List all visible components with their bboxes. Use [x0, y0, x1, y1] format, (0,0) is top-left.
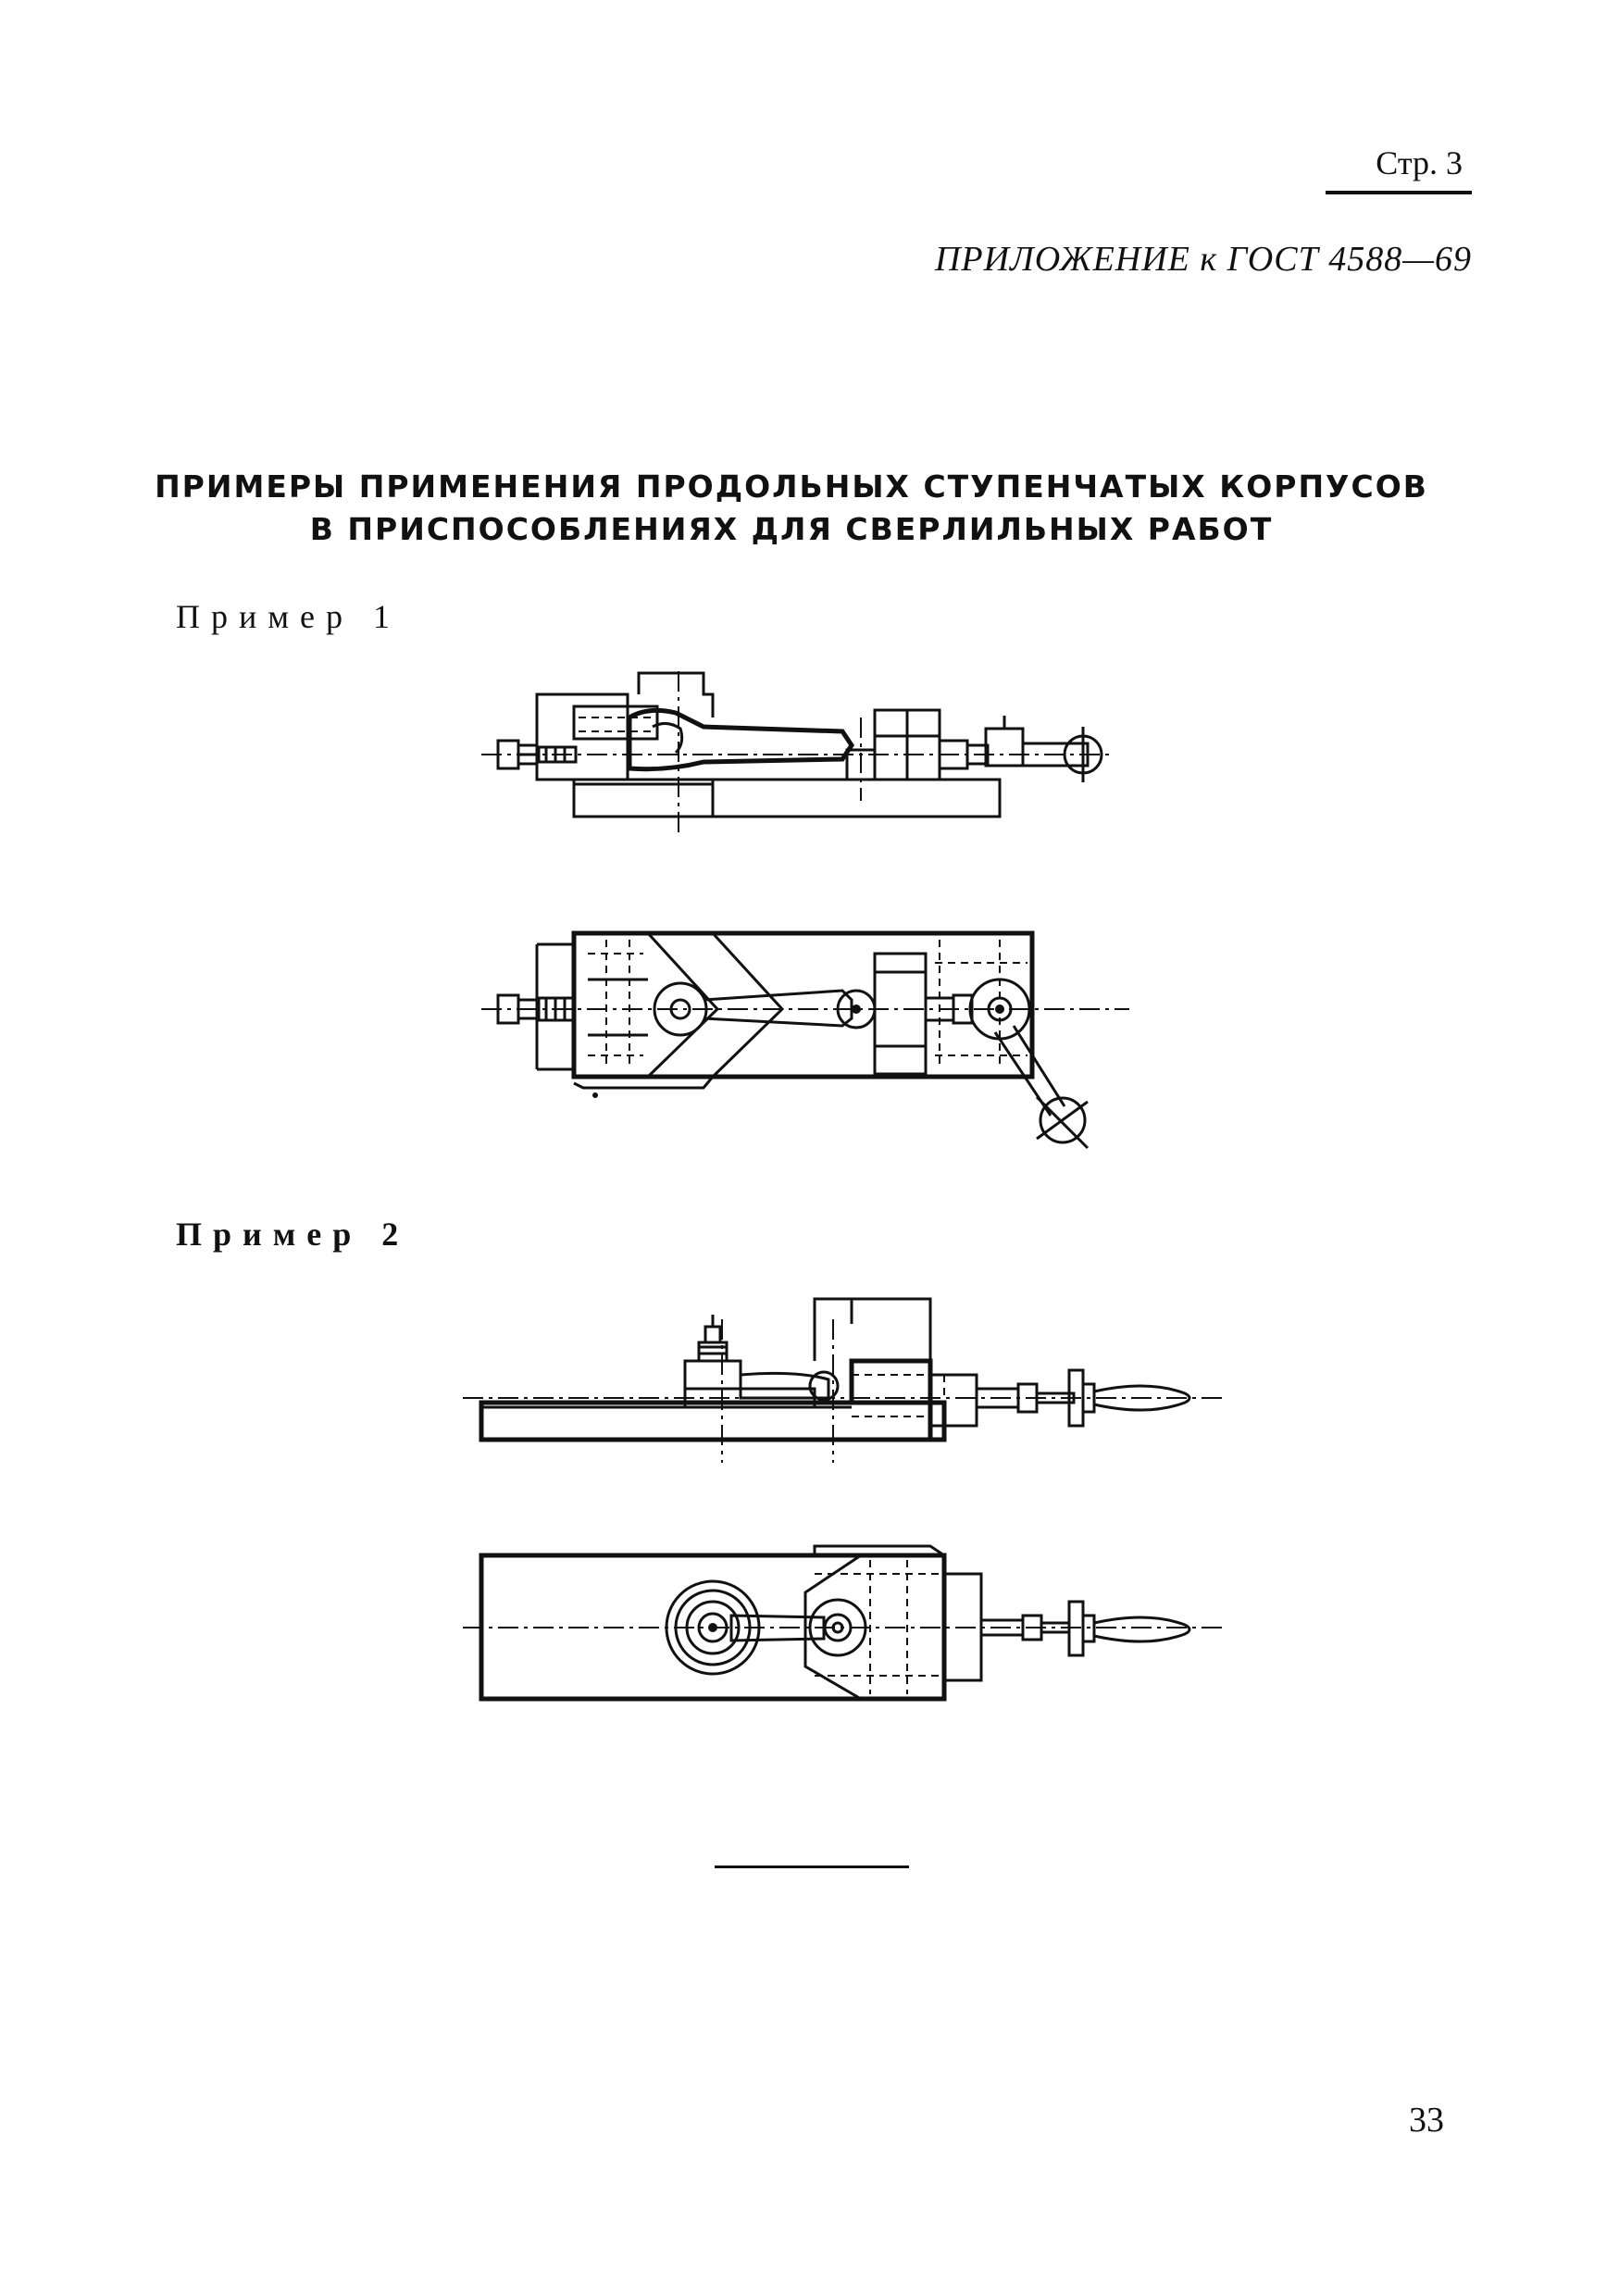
page-label: Стр. 3 — [1376, 144, 1463, 181]
title-line-2: В ПРИСПОСОБЛЕНИЯХ ДЛЯ СВЕРЛИЛЬНЫХ РАБОТ — [309, 511, 1274, 547]
example-1-label: Пример 1 — [176, 598, 402, 635]
page-title: ПРИМЕРЫ ПРИМЕНЕНИЯ ПРОДОЛЬНЫХ СТУПЕНЧАТЫ… — [139, 466, 1444, 551]
example-2-top-view — [463, 1528, 1222, 1713]
page-number: 33 — [1409, 2101, 1444, 2140]
example-2-side-view-drawing — [463, 1297, 1222, 1463]
example-1-top-view-drawing — [481, 930, 1129, 1150]
example-1-top-view — [481, 917, 1166, 1167]
example-1-side-view — [481, 662, 1111, 847]
appendix-reference: ПРИЛОЖЕНИЕ к ГОСТ 4588—69 — [934, 240, 1472, 279]
example-2-top-view-drawing — [463, 1544, 1222, 1702]
header-rule — [1326, 191, 1472, 194]
closing-rule — [715, 1866, 909, 1868]
example-2-side-view — [463, 1282, 1222, 1467]
title-line-1: ПРИМЕРЫ ПРИМЕНЕНИЯ ПРОДОЛЬНЫХ СТУПЕНЧАТЫ… — [155, 468, 1428, 505]
example-2-label: Пример 2 — [176, 1216, 410, 1253]
example-1-side-view-drawing — [481, 671, 1111, 838]
